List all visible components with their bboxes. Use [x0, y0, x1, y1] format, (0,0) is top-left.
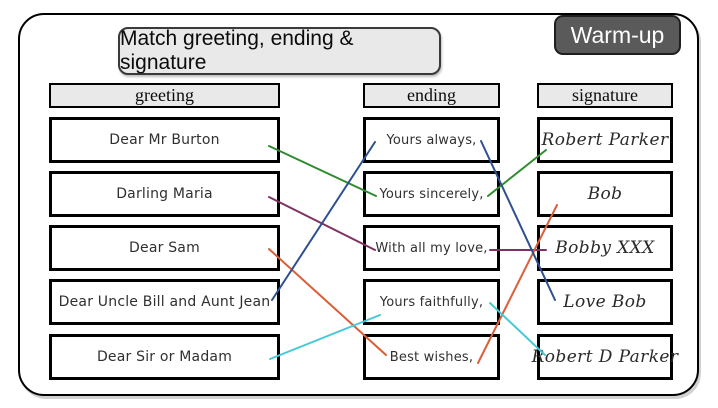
ending-item-1[interactable]: Yours always, [363, 117, 500, 163]
signature-item-2[interactable]: Bob [537, 171, 673, 217]
signature-item-4[interactable]: Love Bob [537, 279, 673, 325]
warmup-badge-label: Warm-up [570, 21, 665, 48]
greeting-item-4[interactable]: Dear Uncle Bill and Aunt Jean [49, 279, 280, 325]
greeting-item-1[interactable]: Dear Mr Burton [49, 117, 280, 163]
signature-column-header: signature [537, 83, 673, 108]
ending-item-5[interactable]: Best wishes, [363, 334, 500, 380]
greeting-column-header: greeting [49, 83, 280, 108]
ending-item-4[interactable]: Yours faithfully, [363, 279, 500, 325]
title-box: Match greeting, ending & signature [118, 27, 441, 75]
page-title: Match greeting, ending & signature [120, 27, 354, 74]
greeting-item-3[interactable]: Dear Sam [49, 225, 280, 271]
greeting-item-2[interactable]: Darling Maria [49, 171, 280, 217]
signature-item-1[interactable]: Robert Parker [537, 117, 673, 163]
signature-item-5[interactable]: Robert D Parker [532, 334, 678, 380]
signature-item-3[interactable]: Bobby XXX [537, 225, 673, 271]
ending-column-header: ending [363, 83, 500, 108]
ending-item-2[interactable]: Yours sincerely, [363, 171, 500, 217]
ending-item-3[interactable]: With all my love, [363, 225, 500, 271]
warmup-badge: Warm-up [554, 15, 681, 55]
greeting-item-5[interactable]: Dear Sir or Madam [49, 334, 280, 380]
